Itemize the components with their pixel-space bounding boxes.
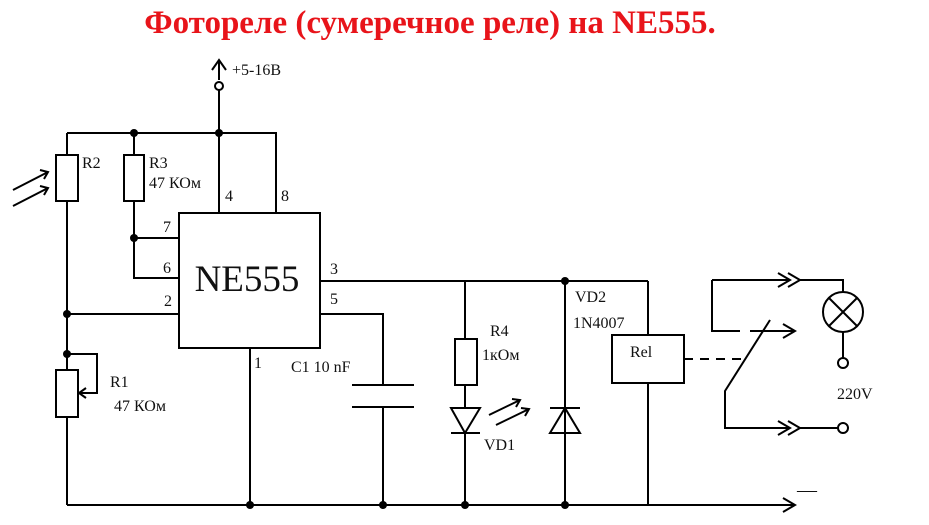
diagram-title: Фотореле (сумеречное реле) на NE555. <box>144 5 715 41</box>
vd2-value: 1N4007 <box>573 315 625 332</box>
photoresistor-r2 <box>12 133 79 370</box>
pin-6-label: 6 <box>163 260 171 277</box>
vd1-label: VD1 <box>484 437 515 454</box>
pin-4-label: 4 <box>225 188 233 205</box>
r4-value: 1кОм <box>482 347 519 364</box>
supply-label: +5-16В <box>232 62 281 79</box>
diode-vd2 <box>548 281 582 505</box>
r1-label: R1 <box>110 374 129 391</box>
junction-dot <box>63 310 71 318</box>
supply-terminal <box>211 58 227 213</box>
junction-dot <box>215 129 223 137</box>
r4-label: R4 <box>490 323 509 340</box>
r3-label: R3 <box>149 155 168 172</box>
pin-2-label: 2 <box>164 293 172 310</box>
top-rail <box>67 132 277 213</box>
junction-dot <box>130 234 138 242</box>
mains-label: 220V <box>837 386 873 403</box>
resistor-r4 <box>454 281 478 408</box>
junction-dot <box>461 501 469 509</box>
r1-value: 47 КОм <box>114 398 166 415</box>
relay-contacts <box>711 272 849 436</box>
junction-dot <box>561 277 569 285</box>
junction-dot <box>379 501 387 509</box>
potentiometer-r1 <box>55 353 98 505</box>
r3-value: 47 КОм <box>149 175 201 192</box>
junction-dot <box>246 501 254 509</box>
r2-label: R2 <box>82 155 101 172</box>
pin-3-label: 3 <box>330 261 338 278</box>
relay-label: Rel <box>630 344 653 361</box>
junction-dot <box>63 350 71 358</box>
junction-dot <box>561 501 569 509</box>
resistor-r3 <box>123 133 179 279</box>
c1-label: C1 10 nF <box>291 359 351 376</box>
lamp-icon <box>822 291 864 369</box>
vd2-label: VD2 <box>575 289 606 306</box>
pin-7-label: 7 <box>163 219 171 236</box>
ic-name: NE555 <box>195 259 300 300</box>
pin-5-label: 5 <box>330 291 338 308</box>
pin-1-label: 1 <box>254 355 262 372</box>
relay-coil <box>611 281 745 505</box>
led-vd1 <box>449 398 531 505</box>
ground-rail <box>67 497 797 513</box>
pin-8-label: 8 <box>281 188 289 205</box>
minus-label: — <box>796 479 818 501</box>
capacitor-c1 <box>320 313 414 505</box>
